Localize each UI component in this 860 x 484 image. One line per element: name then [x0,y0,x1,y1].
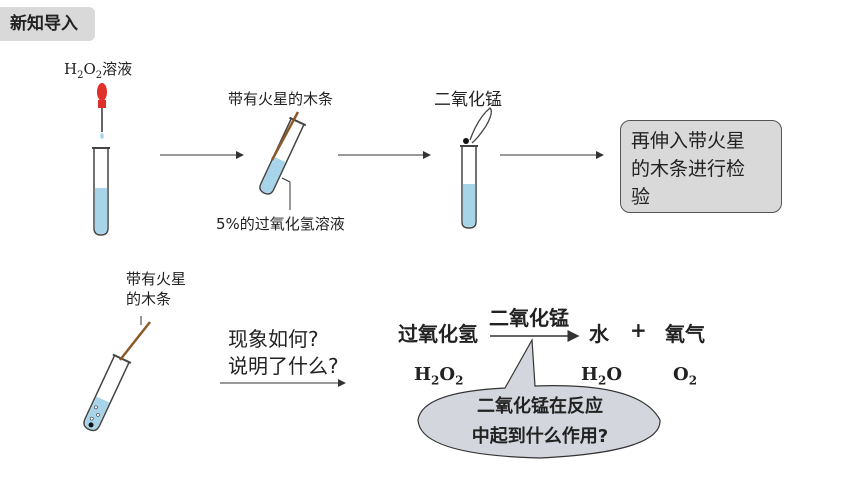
bubble-line-2: 中起到什么作用? [471,426,609,447]
box-line-1: 再伸入带火星 [631,130,746,152]
section-tag: 新知导入 [0,7,95,41]
question-line-1: 现象如何? [228,327,319,351]
lower-splint-line-2: 的木条 [126,290,172,308]
bubble-line-1: 二氧化锰在反应 [477,396,603,417]
equation-plus: + [630,318,647,342]
instruction-box: 再伸入带火星 的木条进行检 验 [620,120,782,213]
reagent-label: H2O2溶液 [64,60,133,81]
formula-o2: O2 [673,364,698,388]
box-line-2: 的木条进行检 [631,158,746,180]
equation-catalyst: 二氧化锰 [489,306,569,330]
catalyst-label: 二氧化锰 [434,90,502,110]
tilted-tube-bubbles-icon [83,316,151,432]
test-tube-icon [92,147,110,236]
tilted-tube-with-splint-icon [259,111,307,210]
box-line-3: 验 [631,186,651,208]
bubble-text: 二氧化锰在反应 中起到什么作用? [420,392,660,452]
question-text: 现象如何? 说明了什么? [228,326,339,380]
dropper-icon [97,83,107,139]
question-line-2: 说明了什么? [228,354,339,378]
equation-product-oxygen: 氧气 [665,322,705,346]
formula-h2o: H2O [581,364,623,388]
splint-label: 带有火星的木条 [228,90,334,108]
equation-reactant: 过氧化氢 [398,322,478,346]
lower-splint-line-1: 带有火星 [126,270,187,288]
speech-bubble [417,337,661,459]
equation-product-water: 水 [589,322,609,346]
formula-h2o2: H2O2 [414,364,464,388]
test-tube-spatula-icon [460,107,492,229]
lower-splint-label: 带有火星 的木条 [126,269,186,309]
solution-label: 5%的过氧化氢溶液 [216,215,345,233]
